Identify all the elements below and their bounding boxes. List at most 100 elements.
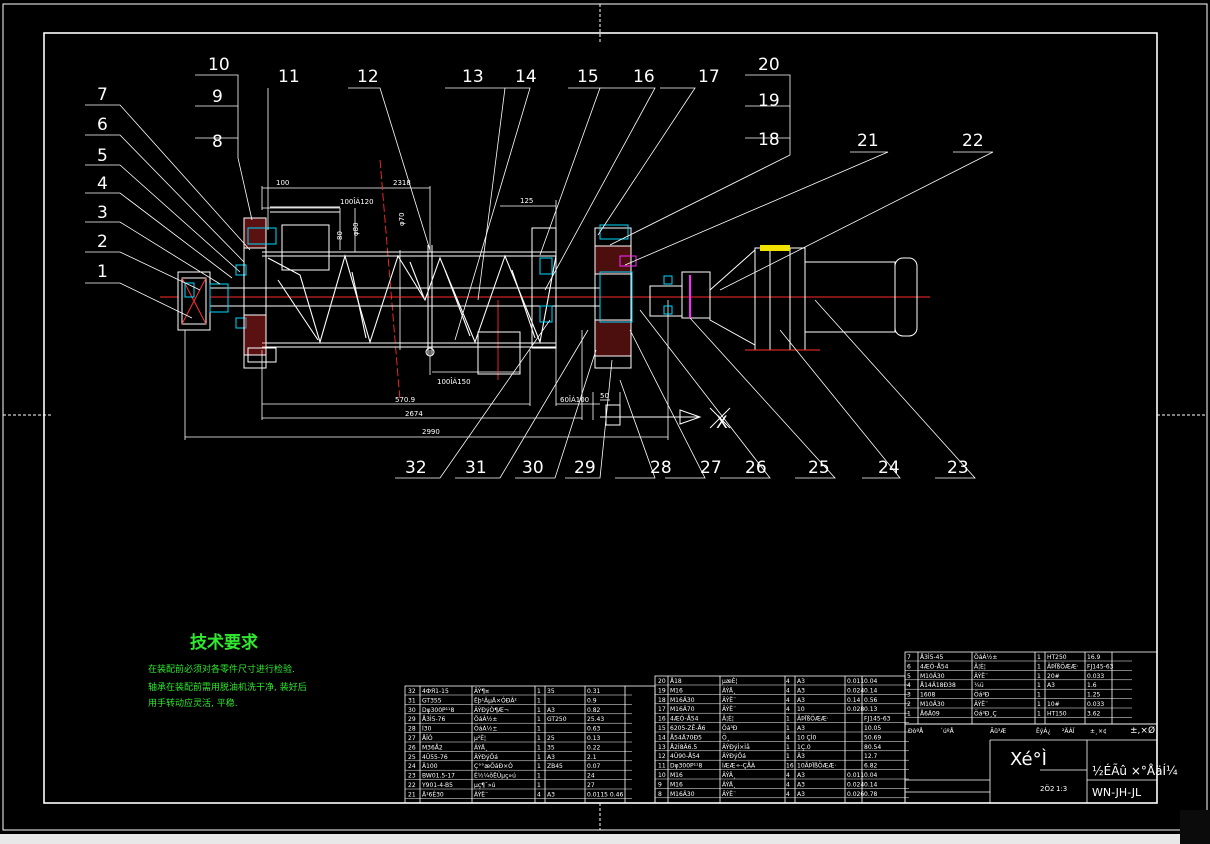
callout-20: 20 bbox=[758, 55, 780, 75]
table-cell: Ä3 bbox=[797, 753, 805, 760]
inlet-port bbox=[270, 206, 340, 271]
title-block: Xé°Ì ½ÉÃû ×°ÅäÍ¼ WN-JH-JL 1:3 2Ö2 ±,×Ø bbox=[1010, 725, 1178, 799]
table-cell: 12.7 bbox=[864, 753, 878, 760]
table-cell: 10# bbox=[1047, 701, 1060, 708]
callout-4: 4 bbox=[97, 174, 108, 194]
table-cell: Å3Ì5-76 bbox=[422, 716, 445, 723]
table-cell: ÂÝÄ¸ bbox=[722, 772, 736, 779]
table-cell: 26 bbox=[408, 744, 416, 751]
screw-flight bbox=[267, 254, 557, 344]
technical-requirements: 技术要求 在装配前必须对各零件尺寸进行检验. 轴承在装配前需用脱油机洗干净, 装… bbox=[148, 632, 307, 709]
callout-30: 30 bbox=[522, 458, 544, 478]
table-cell: µæÈ¦ bbox=[722, 677, 738, 685]
callout-17: 17 bbox=[698, 67, 720, 87]
table-cell: Å18 bbox=[670, 678, 682, 685]
tolerance-mark: ±,×Ø bbox=[1130, 725, 1155, 736]
table-cell: 0.63 bbox=[587, 726, 601, 733]
parts-table-frames bbox=[404, 651, 1158, 804]
table-cell: 16.9 bbox=[1087, 654, 1101, 661]
table-cell: A3 bbox=[797, 687, 805, 694]
screw-casing bbox=[207, 251, 600, 348]
table-cell: M10Ä30 bbox=[920, 673, 945, 680]
table-cell: 5 bbox=[907, 673, 911, 680]
table-cell: 0.0115 0.46 bbox=[587, 791, 623, 798]
callout-22: 22 bbox=[962, 131, 984, 151]
requirements-line-1: 在装配前必须对各零件尺寸进行检验. bbox=[148, 663, 295, 675]
table-cell: 4 bbox=[786, 687, 790, 694]
callout-24: 24 bbox=[878, 458, 900, 478]
table-cell: FJ145-63 bbox=[864, 716, 891, 723]
dim-2990: 2990 bbox=[422, 428, 440, 436]
dim-2318: 2318 bbox=[393, 179, 411, 187]
table-cell: 20# bbox=[1047, 673, 1060, 680]
table-cell: A3 bbox=[797, 772, 805, 779]
table-cell: 10 bbox=[658, 772, 666, 779]
table-cell: 1.6 bbox=[1087, 682, 1097, 689]
table-cell: ÂÝÄ¸ bbox=[474, 744, 488, 751]
table-cell: FJ145-63 bbox=[1087, 663, 1114, 670]
table-cell: 1.25 bbox=[1087, 692, 1101, 699]
table-cell: 1 bbox=[1037, 663, 1041, 670]
motor bbox=[804, 257, 918, 337]
table-cell: 1 bbox=[786, 753, 790, 760]
table-cell: M16 bbox=[670, 781, 683, 788]
table-cell: 9 bbox=[658, 781, 662, 788]
table-cell: 1 bbox=[537, 707, 541, 714]
table-cell: BW01.5-17 bbox=[422, 773, 455, 780]
table-cell: Öá³Ð bbox=[974, 692, 990, 699]
drawing-code: WN-JH-JL bbox=[1092, 786, 1142, 799]
table-cell: 12 bbox=[658, 753, 666, 760]
table-cell: 0.024 bbox=[847, 781, 864, 788]
table-cell: ÂÝÐýÌ×Ìå bbox=[722, 744, 750, 751]
table-cell: ÂÝË¨ bbox=[474, 791, 488, 798]
table-cell: Öá³Ð bbox=[722, 725, 738, 732]
table-cell: A3 bbox=[797, 697, 805, 704]
table-cell: ÂÝÄ¸ bbox=[722, 687, 736, 694]
scale-value: 1:3 bbox=[1056, 785, 1067, 793]
table-cell: 0.04 bbox=[864, 772, 878, 779]
table-cell: 10 bbox=[797, 706, 805, 713]
table-cell: 4 bbox=[786, 734, 790, 741]
table-cell: ZB45 bbox=[547, 763, 563, 770]
table-cell: ÂÝË¨ bbox=[722, 697, 736, 704]
callouts-bottom: 32 31 30 29 28 27 26 25 24 23 bbox=[405, 458, 969, 478]
table-cell: 11 bbox=[658, 763, 666, 770]
table-cell: Å2Í8Ä6.5 bbox=[670, 744, 697, 751]
table-cell: 0.31 bbox=[587, 688, 601, 695]
table-cell: µ²È¦ bbox=[474, 734, 486, 742]
dim-100x120: 100ÎÁ120 bbox=[340, 197, 374, 206]
table-cell: Ëþ¹ÂµÄ×ÓÐÂ² bbox=[474, 697, 517, 704]
table-cell: 6205-ZÊ-Å6 bbox=[670, 724, 706, 732]
callout-32: 32 bbox=[405, 458, 427, 478]
table-cell: 27 bbox=[587, 782, 595, 789]
table-cell: Ç°°æÖáÐ×Ó bbox=[474, 763, 513, 770]
callout-2: 2 bbox=[97, 232, 108, 252]
table-cell: Y901-4-B5 bbox=[421, 782, 453, 789]
table-cell: A3 bbox=[797, 725, 805, 732]
table-cell: 4 bbox=[786, 781, 790, 788]
callout-28: 28 bbox=[650, 458, 672, 478]
table-cell: ÂÝË¨ bbox=[974, 701, 988, 708]
table-cell: Dφ300Р¹¹8 bbox=[670, 763, 702, 770]
callout-14: 14 bbox=[515, 67, 537, 87]
table-cell: 1 bbox=[537, 716, 541, 723]
table-cell: M16 bbox=[670, 687, 683, 694]
table-cell: 29 bbox=[408, 716, 416, 723]
callout-29: 29 bbox=[574, 458, 596, 478]
left-bearing-housing bbox=[177, 264, 247, 331]
callout-9: 9 bbox=[212, 87, 223, 107]
dim-50: 50 bbox=[600, 392, 609, 400]
dim-100: 100 bbox=[276, 179, 289, 187]
table-cell: Öá³Ð¸Ç bbox=[974, 710, 997, 717]
callout-23: 23 bbox=[947, 458, 969, 478]
table-cell: 1 bbox=[786, 716, 790, 723]
table-cell: 6.82 bbox=[864, 763, 878, 770]
table-cell: ÃÞÏßÖÆÆ· bbox=[797, 716, 829, 723]
table-cell: 8 bbox=[658, 791, 662, 798]
table-cell: M10Ä30 bbox=[920, 701, 945, 708]
table-cell: 50.69 bbox=[864, 734, 881, 741]
table-cell: ÍÆÆ÷-ÇÅÀ bbox=[722, 763, 756, 770]
table-cell: 24 bbox=[408, 763, 416, 770]
